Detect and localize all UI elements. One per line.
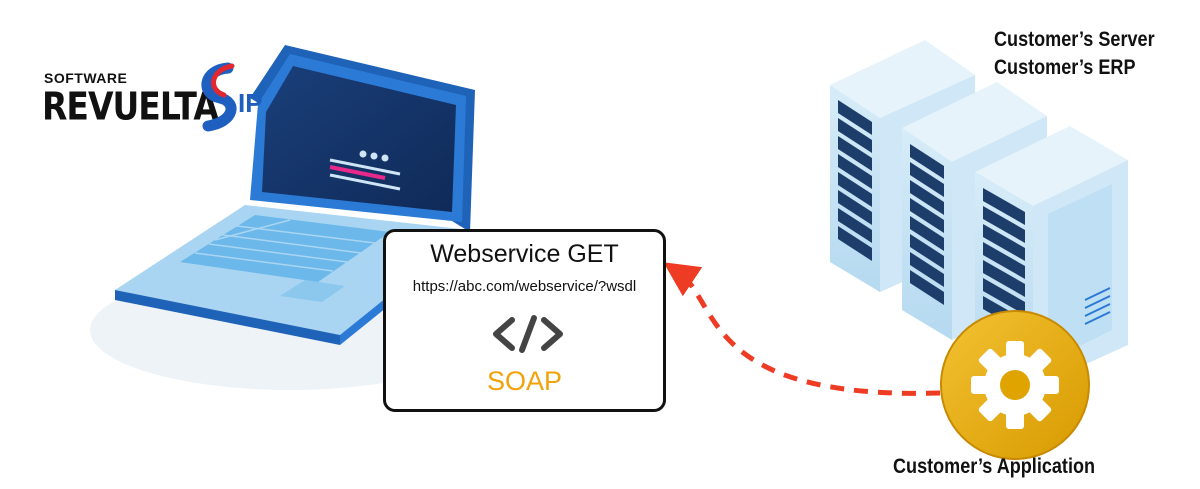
revuelta-sip-logo: SOFTWARE REVUELTA IP — [40, 60, 270, 140]
server-label-line1: Customer’s Server — [994, 28, 1155, 51]
server-rack-icon — [830, 40, 1128, 388]
logo-mark-text: IP — [238, 88, 263, 118]
protocol-label: SOAP — [486, 366, 563, 396]
webservice-url: https://abc.com/webservice/?wsdl — [412, 278, 637, 295]
laptop-illustration — [90, 45, 490, 390]
webservice-box: Webservice GET https://abc.com/webservic… — [383, 229, 666, 412]
application-label: Customer’s Application — [893, 455, 1096, 478]
laptop-keyboard — [180, 215, 390, 282]
connector-arrow — [663, 262, 941, 396]
gear-icon — [940, 310, 1090, 460]
logo-big-text: REVUELTA — [42, 84, 219, 129]
code-brackets-icon — [493, 315, 563, 353]
laptop-screen — [262, 66, 456, 212]
server-label-line2: Customer’s ERP — [994, 56, 1136, 79]
logo-small-text: SOFTWARE — [44, 70, 128, 86]
webservice-title: Webservice GET — [430, 240, 619, 268]
logo-mark: IP — [201, 62, 263, 132]
